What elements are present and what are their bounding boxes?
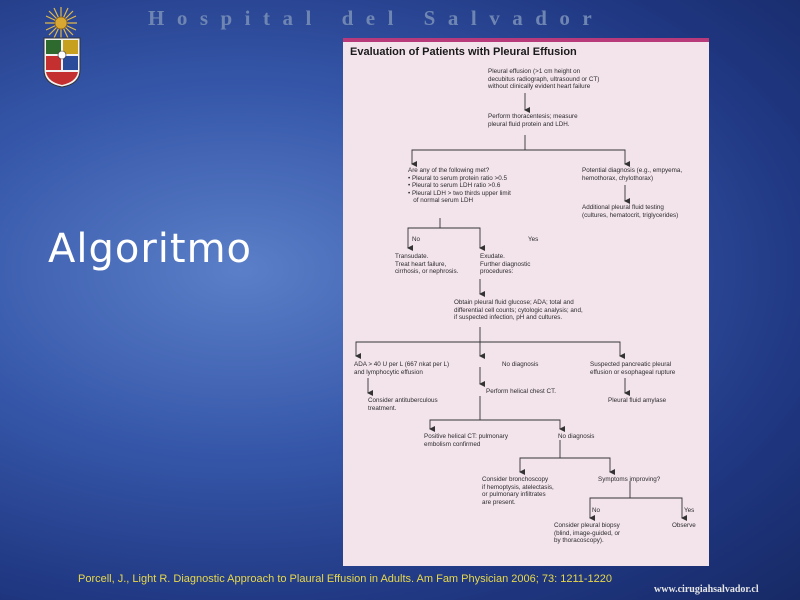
yes-label-2: Yes	[684, 507, 695, 514]
transudate-node: Transudate.Treat heart failure,cirrhosis…	[395, 253, 459, 276]
hospital-title: Hospital del Salvador	[148, 6, 605, 30]
website-link[interactable]: www.cirugiahsalvador.cl	[654, 584, 759, 595]
amylase-node: Pleural fluid amylase	[608, 397, 667, 404]
flowchart-title: Evaluation of Patients with Pleural Effu…	[350, 46, 577, 58]
glucose-node: Obtain pleural fluid glucose; ADA; total…	[454, 299, 583, 322]
biopsy-node: Consider pleural biopsy(blind, image-gui…	[554, 522, 621, 545]
yes-label: Yes	[528, 236, 539, 243]
flowchart-panel	[343, 38, 709, 566]
sun-icon	[45, 7, 77, 39]
potential-diagnosis-node: Potential diagnosis (e.g., empyema,hemot…	[582, 167, 683, 182]
helical-ct-node: Perform helical chest CT.	[486, 388, 556, 395]
no-diagnosis-node: No diagnosis	[502, 361, 539, 368]
no-label-2: No	[592, 507, 601, 514]
symptoms-node: Symptoms improving?	[598, 476, 661, 483]
slide-title: Algoritmo	[48, 226, 253, 272]
criteria-node: Are any of the following met?• Pleural t…	[408, 167, 511, 205]
no-label: No	[412, 236, 421, 243]
additional-testing-node: Additional pleural fluid testing(culture…	[582, 204, 679, 219]
citation: Porcell, J., Light R. Diagnostic Approac…	[78, 573, 613, 585]
no-diagnosis-2-node: No diagnosis	[558, 433, 595, 440]
crest-icon	[43, 37, 81, 88]
observe-node: Observe	[672, 522, 696, 529]
ada-node: ADA > 40 U per L (667 nkat per L)and lym…	[354, 361, 450, 376]
